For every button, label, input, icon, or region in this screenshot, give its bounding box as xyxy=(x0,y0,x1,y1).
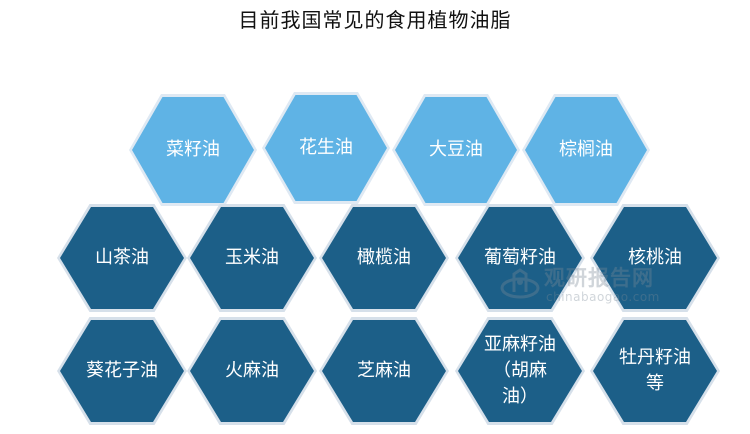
hex-soybean-oil: 大豆油 xyxy=(392,94,520,206)
hex-label: 核桃油 xyxy=(628,247,682,268)
hex-hemp-oil: 火麻油 xyxy=(187,317,317,425)
hex-sesame-oil: 芝麻油 xyxy=(319,317,449,425)
hex-label: 亚麻籽油（胡麻油） xyxy=(484,334,556,407)
hex-label: 大豆油 xyxy=(429,139,483,160)
hex-label: 火麻油 xyxy=(225,360,279,381)
hex-label: 橄榄油 xyxy=(357,247,411,268)
hex-olive-oil: 橄榄油 xyxy=(319,204,449,312)
hex-label: 芝麻油 xyxy=(357,360,411,381)
hex-label: 山茶油 xyxy=(95,247,149,268)
watermark-logo-icon xyxy=(500,268,540,299)
hex-label: 葵花子油 xyxy=(86,360,158,381)
hex-flaxseed-oil: 亚麻籽油（胡麻油） xyxy=(455,317,585,425)
hex-sunflower-oil: 葵花子油 xyxy=(57,317,187,425)
hex-label: 菜籽油 xyxy=(166,139,220,160)
hex-palm-oil: 棕榈油 xyxy=(522,94,650,206)
hex-label: 棕榈油 xyxy=(559,139,613,160)
page-title: 目前我国常见的食用植物油脂 xyxy=(238,8,512,32)
hex-corn-oil: 玉米油 xyxy=(187,204,317,312)
hex-label: 玉米油 xyxy=(225,247,279,268)
hex-rapeseed-oil: 菜籽油 xyxy=(129,94,257,206)
hex-walnut-oil: 核桃油 xyxy=(590,204,720,312)
hex-peony-seed-oil: 牡丹籽油等 xyxy=(590,317,720,425)
watermark: 观研报告网 chinabaogao.com xyxy=(500,262,690,310)
hex-label: 花生油 xyxy=(299,137,353,158)
hex-peanut-oil: 花生油 xyxy=(262,92,390,204)
hex-camellia-oil: 山茶油 xyxy=(57,204,187,312)
hex-label: 葡萄籽油 xyxy=(484,247,556,268)
hex-label: 牡丹籽油等 xyxy=(619,347,691,394)
watermark-cn-text: 观研报告网 xyxy=(544,266,654,290)
watermark-en-text: chinabaogao.com xyxy=(546,290,660,304)
